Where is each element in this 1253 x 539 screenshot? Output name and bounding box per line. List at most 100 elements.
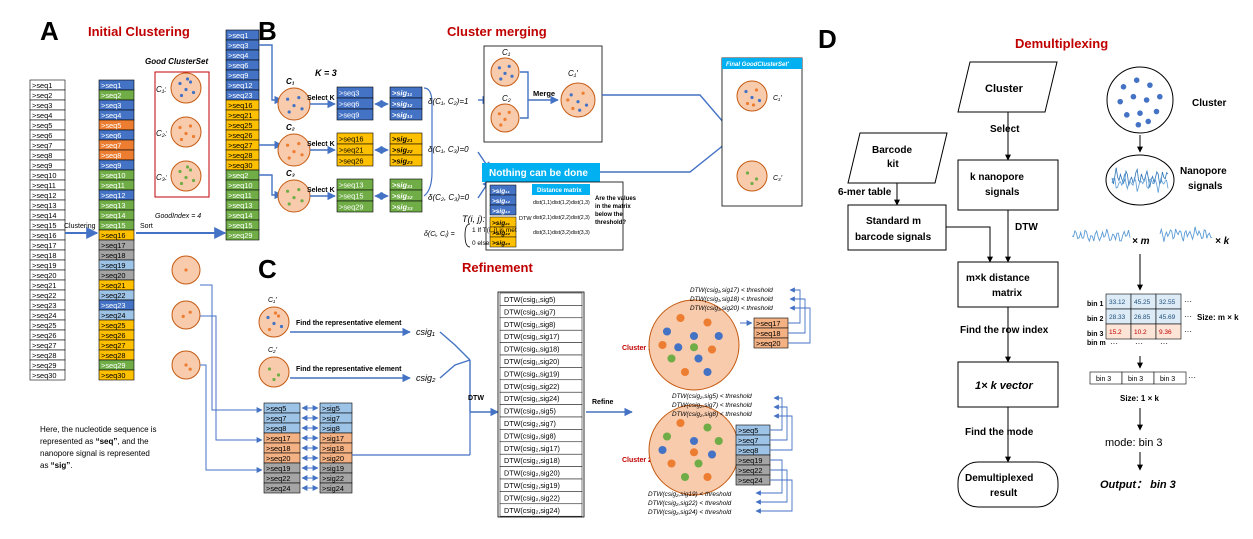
nano-2: signals	[1188, 181, 1223, 192]
select-k-label: Select K	[307, 95, 335, 102]
cluster-dot	[707, 345, 717, 354]
signal-text: >sig₂₁	[392, 135, 413, 144]
join-1	[439, 331, 471, 361]
cluster2-seq-text: >seq5	[738, 426, 758, 435]
seq-cell-text: >seq9	[32, 161, 52, 170]
dtw-cell-text: DTW(csig₂,sig22)	[504, 493, 560, 502]
cluster-dot	[754, 88, 759, 92]
clustered-seq-text: >seq3	[101, 101, 121, 110]
threshold-line-1: DTW(csig₁,sig17) < threshold	[690, 287, 773, 294]
refine-seq-text: >seq20	[266, 454, 290, 463]
col-ellipsis-3: ···	[1160, 339, 1168, 348]
clustered-seq-text: >seq15	[101, 221, 125, 230]
cluster-dot	[185, 77, 190, 81]
cluster2-seq-text: >seq7	[738, 436, 758, 445]
good-clusters-a	[170, 72, 202, 192]
c1p-cluster	[258, 306, 290, 338]
cluster-dot	[578, 108, 582, 112]
cluster-dot	[276, 314, 281, 318]
sort-label: Sort	[140, 223, 153, 230]
signal-text: >sig₃₃	[392, 203, 413, 212]
seq-cell-text: >seq4	[32, 111, 52, 120]
cluster-name-b: C₁	[286, 77, 295, 86]
cluster-dot	[576, 100, 580, 104]
clustered-seq-text: >seq24	[101, 311, 125, 320]
cluster-label-d: Cluster	[1192, 98, 1227, 109]
dm-cell: dist(3,2)	[552, 230, 571, 236]
cluster-dot	[188, 310, 192, 314]
cluster-dot	[707, 450, 717, 459]
select-k-label: Select K	[307, 141, 335, 148]
cluster-dot	[266, 315, 270, 320]
clustered-seq-text: >seq21	[101, 281, 125, 290]
cluster-c2-b	[277, 133, 311, 167]
good-seq-text: >seq21	[228, 111, 252, 120]
refine-seq-text: >seq8	[266, 424, 286, 433]
sequence-list-clustered: >seq1>seq2>seq3>seq4>seq5>seq6>seq7>seq8…	[98, 79, 135, 381]
cluster-dot	[191, 178, 196, 183]
dtw-cell-text: DTW(csig₁,sig8)	[504, 320, 556, 329]
cluster-dot	[676, 313, 685, 323]
selected-seq-text: >seq16	[339, 135, 363, 144]
selected-seq-text: >seq29	[339, 203, 363, 212]
k-equals: K = 3	[315, 68, 337, 78]
times-k: × k	[1215, 236, 1230, 247]
row-ellipsis-3: ···	[1184, 327, 1192, 336]
clustered-seq-text: >seq26	[101, 331, 125, 340]
good-seq-text: >seq12	[228, 81, 252, 90]
k-nano-2: signals	[985, 187, 1020, 198]
find-row-label: Find the row index	[960, 325, 1049, 336]
clustered-seq-text: >seq20	[101, 271, 125, 280]
final-c1-label: C₁′	[773, 95, 782, 102]
seq-cell-text: >seq17	[32, 241, 56, 250]
cluster-outline	[736, 160, 768, 192]
good-seq-text: >seq27	[228, 141, 252, 150]
clustered-seq-text: >seq5	[101, 121, 121, 130]
cluster-dot	[273, 311, 278, 315]
selected-seq-text: >seq6	[339, 100, 359, 109]
cluster-dot	[751, 103, 756, 107]
seq-cell-text: >seq21	[32, 281, 56, 290]
cluster-dot	[188, 80, 193, 84]
th-link-3	[788, 305, 811, 344]
th-link-6	[770, 413, 793, 451]
matrix-value: 45.25	[1134, 299, 1151, 306]
clustered-seq-text: >seq13	[101, 201, 125, 210]
good-cluster-set-box	[154, 71, 210, 198]
cluster-dot	[272, 321, 276, 326]
good-seq-text: >seq4	[228, 51, 248, 60]
refine-label: Refine	[592, 399, 614, 406]
cluster-dot	[689, 448, 699, 457]
th-link-1	[788, 287, 801, 324]
times-m: × m	[1132, 236, 1150, 247]
cluster-dot	[714, 331, 723, 341]
delta-case-2: 0 else	[472, 240, 490, 247]
refine-seq-text: >seq18	[266, 444, 290, 453]
good-seq-text: >seq10	[228, 181, 252, 190]
cluster-circle-d	[1106, 66, 1174, 134]
cluster-dot	[507, 64, 511, 68]
seq-cell-text: >seq19	[32, 261, 56, 270]
clustered-seq-text: >seq28	[101, 351, 125, 360]
panel-letter-b: B	[258, 16, 277, 46]
panel-title-c: Refinement	[462, 260, 533, 275]
note-line-3: nanopore signal is represented	[40, 449, 150, 458]
cluster1-seq-text: >seq20	[756, 339, 780, 348]
cluster-dot	[178, 81, 182, 86]
threshold-line-3: DTW(csig₂,sig24) < threshold	[648, 509, 732, 516]
clustered-seq-text: >seq4	[101, 111, 121, 120]
cluster-dot	[499, 77, 503, 81]
signal-text: >sig₁₃	[392, 111, 413, 120]
link-extra-1	[200, 284, 263, 413]
cluster-dot	[750, 181, 754, 186]
final-c3-label: C₃′	[773, 175, 783, 182]
col-ellipsis-2: ···	[1135, 339, 1143, 348]
cluster-dot	[689, 436, 699, 446]
delta-23: δ(C₂, C₃)=0	[428, 193, 470, 202]
find-rep-1: Find the representative element	[296, 320, 402, 327]
refine-sig-cell	[319, 482, 353, 494]
distance-matrix-box-d	[957, 261, 1059, 308]
signal-cell	[389, 200, 423, 213]
vector-cell	[1153, 371, 1187, 385]
output-label: Output： bin 3	[1100, 479, 1176, 491]
